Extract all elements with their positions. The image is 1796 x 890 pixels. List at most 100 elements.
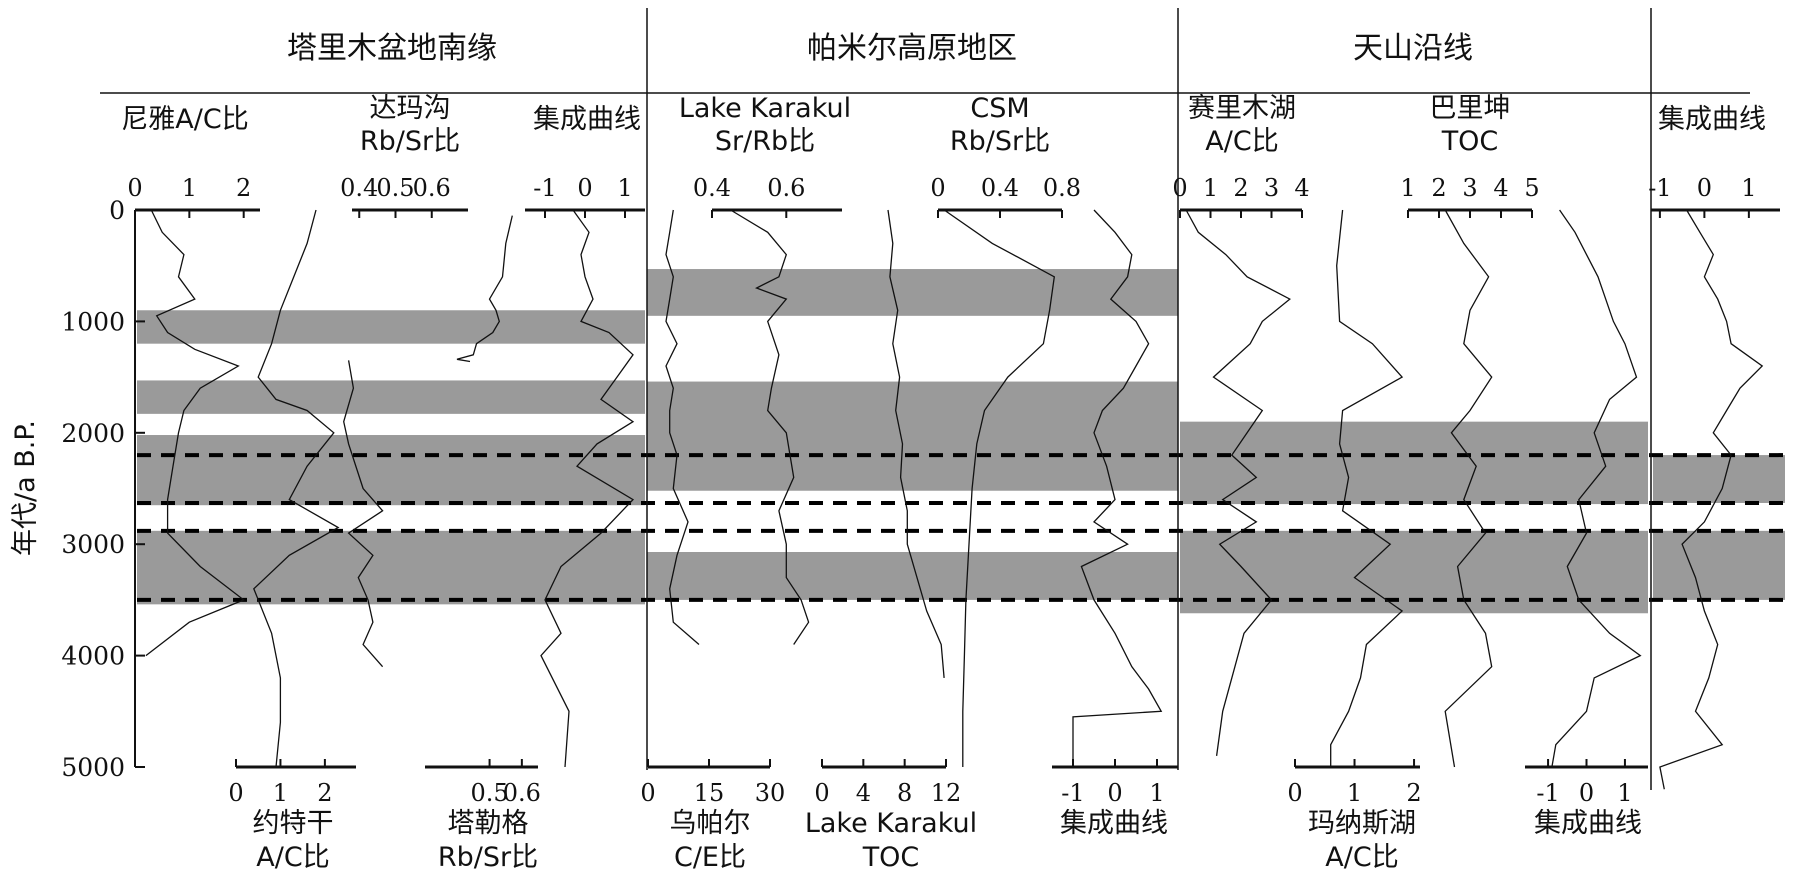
- tick-label-karakul_toc-3: 8: [897, 779, 912, 807]
- tick-label-manas-1: 0: [1287, 779, 1302, 807]
- y-axis-title: 年代/a B.P.: [10, 420, 41, 556]
- axis-title-csm-1: CSM: [970, 93, 1029, 124]
- axis-title-wupal-1: 乌帕尔: [670, 808, 751, 839]
- shade-band-r2-1: [647, 269, 1178, 316]
- tick-label-last_int-3: 1: [1741, 174, 1756, 202]
- region-title-3: 天山沿线: [1353, 31, 1473, 66]
- shade-band-r2-3: [647, 551, 1178, 600]
- axis-title-manas-2: A/C比: [1325, 842, 1398, 873]
- series-sayram: [1185, 209, 1291, 756]
- tick-label-balikun-4: 4: [1493, 174, 1508, 202]
- tick-label-balikun-2: 2: [1431, 174, 1446, 202]
- y-tick-label-3: 2000: [61, 419, 125, 448]
- tick-label-tarim_int-3: 1: [617, 174, 632, 202]
- series-damagou: [456, 215, 513, 363]
- tick-label-tarim_int-1: -1: [533, 174, 556, 202]
- tick-label-karakul_srrb-2: 0.6: [767, 174, 805, 202]
- tick-label-tarlag-2: 0.6: [503, 779, 541, 807]
- region-titles-layer: 塔里木盆地南缘 帕米尔高原地区 天山沿线: [287, 31, 1473, 66]
- axis-title-yotkan-2: A/C比: [256, 842, 329, 873]
- tick-label-karakul_toc-2: 4: [856, 779, 871, 807]
- tick-label-manas-2: 1: [1347, 779, 1362, 807]
- axis-title-balikun-1: 巴里坤: [1430, 93, 1511, 124]
- tick-label-last_int-2: 0: [1697, 174, 1712, 202]
- tick-label-balikun-1: 1: [1400, 174, 1415, 202]
- region-title-1: 塔里木盆地南缘: [287, 31, 497, 66]
- axis-title-karakul_toc-1: Lake Karakul: [805, 808, 977, 839]
- series-pamir_int: [1072, 209, 1163, 767]
- axis-title-yotkan-1: 约特干: [253, 808, 334, 839]
- axis-title-damagou-1: 达玛沟: [370, 93, 451, 124]
- region-title-2: 帕米尔高原地区: [807, 31, 1017, 66]
- shade-band-r2-2: [647, 381, 1178, 491]
- tick-label-yotkan-1: 0: [228, 779, 243, 807]
- tick-label-niya-3: 2: [236, 174, 251, 202]
- series-balikun: [1444, 209, 1493, 768]
- series-karakul_toc: [887, 209, 945, 678]
- tick-label-yotkan-2: 1: [273, 779, 288, 807]
- axis-title-sayram-2: A/C比: [1205, 126, 1278, 157]
- tick-label-tarlag-1: 0.5: [470, 779, 508, 807]
- series-yotkan: [253, 209, 340, 768]
- tick-label-niya-2: 1: [182, 174, 197, 202]
- dashed-reference-lines-layer: [137, 453, 1785, 602]
- axis-title-tarim_int-1: 集成曲线: [533, 104, 641, 135]
- shade-band-r4-2: [1653, 530, 1785, 600]
- tick-label-csm-3: 0.8: [1043, 174, 1081, 202]
- series-csm: [943, 209, 1056, 767]
- tick-label-pamir_int-1: -1: [1061, 779, 1084, 807]
- axis-title-sayram-1: 赛里木湖: [1188, 93, 1296, 124]
- tick-label-balikun-5: 5: [1524, 174, 1539, 202]
- tick-label-wupal-2: 15: [694, 779, 725, 807]
- series-wupal: [665, 209, 700, 645]
- y-tick-label-2: 1000: [61, 307, 125, 336]
- tick-label-karakul_srrb-1: 0.4: [693, 174, 731, 202]
- axis-title-karakul_toc-2: TOC: [862, 842, 920, 873]
- y-tick-label-1: 0: [109, 196, 125, 225]
- axis-title-wupal-2: C/E比: [674, 842, 746, 873]
- axis-title-manas-1: 玛纳斯湖: [1308, 808, 1416, 839]
- tick-label-manas-3: 2: [1406, 779, 1421, 807]
- tick-label-tianshan_int-1: -1: [1536, 779, 1559, 807]
- y-tick-label-6: 5000: [61, 753, 125, 782]
- y-tick-label-4: 3000: [61, 530, 125, 559]
- tick-label-tianshan_int-2: 0: [1579, 779, 1594, 807]
- shade-band-r1-1: [137, 310, 645, 344]
- tick-label-karakul_toc-1: 0: [814, 779, 829, 807]
- tick-label-sayram-1: 0: [1172, 174, 1187, 202]
- tick-label-pamir_int-3: 1: [1149, 779, 1164, 807]
- axis-title-pamir_int-1: 集成曲线: [1060, 808, 1168, 839]
- axis-title-niya-1: 尼雅A/C比: [121, 104, 248, 135]
- tick-label-balikun-3: 3: [1462, 174, 1477, 202]
- frame-layer: [100, 8, 1750, 790]
- axis-title-damagou-2: Rb/Sr比: [360, 126, 460, 157]
- series-tarim_int: [540, 209, 635, 768]
- shade-band-r1-4: [137, 530, 645, 605]
- tick-label-damagou-1: 0.4: [340, 174, 378, 202]
- tick-label-wupal-1: 0: [640, 779, 655, 807]
- tick-label-wupal-3: 30: [755, 779, 786, 807]
- axis-title-csm-2: Rb/Sr比: [950, 126, 1050, 157]
- tick-label-damagou-3: 0.6: [413, 174, 451, 202]
- axis-title-tarlag-1: 塔勒格: [448, 808, 529, 839]
- tick-label-karakul_toc-4: 12: [931, 779, 962, 807]
- tick-label-last_int-1: -1: [1648, 174, 1671, 202]
- series-tianshan_int: [1551, 209, 1642, 768]
- tick-label-sayram-5: 4: [1294, 174, 1309, 202]
- humid-period-shading-layer: [137, 269, 1785, 614]
- y-tick-label-5: 4000: [61, 642, 125, 671]
- tick-label-csm-2: 0.4: [981, 174, 1019, 202]
- series-niya: [145, 209, 245, 657]
- axis-title-karakul_srrb-2: Sr/Rb比: [715, 126, 815, 157]
- y-axis-layer: 0 1000 2000 3000 4000 5000 年代/a B.P.: [10, 196, 145, 782]
- axis-title-balikun-2: TOC: [1441, 126, 1499, 157]
- axis-title-tarlag-2: Rb/Sr比: [438, 842, 538, 873]
- axis-title-last_int-1: 集成曲线: [1658, 104, 1766, 135]
- tick-label-tarim_int-2: 0: [577, 174, 592, 202]
- axis-title-karakul_srrb-1: Lake Karakul: [679, 93, 851, 124]
- shade-band-r1-3: [137, 435, 645, 506]
- series-last_int: [1659, 209, 1764, 790]
